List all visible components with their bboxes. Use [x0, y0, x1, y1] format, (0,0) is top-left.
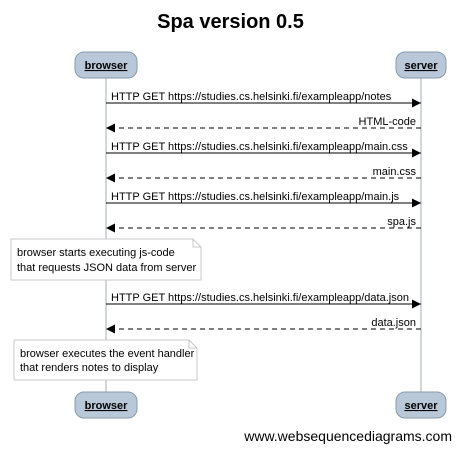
message-1: HTTP GET https://studies.cs.helsinki.fi/…	[106, 91, 421, 108]
note-line: browser executes the event handler	[20, 348, 195, 360]
message-2: HTML-code	[106, 116, 421, 133]
participant-server-bottom: server	[395, 391, 447, 419]
message-label: HTTP GET https://studies.cs.helsinki.fi/…	[111, 141, 408, 153]
participant-server-top: server	[395, 51, 447, 79]
message-5: HTTP GET https://studies.cs.helsinki.fi/…	[106, 191, 421, 208]
footer-watermark: www.websequencediagrams.com	[244, 428, 452, 444]
note-2: browser executes the event handler that …	[13, 339, 198, 381]
participant-label: server	[404, 60, 438, 72]
note-1: browser starts executing js-code that re…	[10, 238, 202, 281]
note-line: browser starts executing js-code	[17, 247, 175, 259]
message-label: HTTP GET https://studies.cs.helsinki.fi/…	[111, 292, 409, 304]
participant-label: browser	[85, 60, 129, 72]
message-label: main.css	[373, 166, 417, 178]
participant-browser-top: browser	[74, 51, 138, 79]
message-7: HTTP GET https://studies.cs.helsinki.fi/…	[106, 292, 421, 309]
message-label: HTTP GET https://studies.cs.helsinki.fi/…	[111, 91, 392, 103]
participant-label: browser	[85, 400, 129, 412]
message-label: spa.js	[387, 216, 416, 228]
message-8: data.json	[106, 317, 421, 334]
message-6: spa.js	[106, 216, 421, 233]
diagram-title: Spa version 0.5	[157, 11, 304, 33]
message-label: HTML-code	[359, 116, 416, 128]
message-4: main.css	[106, 166, 421, 183]
message-label: HTTP GET https://studies.cs.helsinki.fi/…	[111, 191, 400, 203]
note-line: that renders notes to display	[20, 362, 159, 374]
note-line: that requests JSON data from server	[17, 262, 196, 274]
message-3: HTTP GET https://studies.cs.helsinki.fi/…	[106, 141, 421, 158]
message-label: data.json	[371, 317, 416, 329]
participant-label: server	[404, 400, 438, 412]
participant-browser-bottom: browser	[74, 391, 138, 419]
